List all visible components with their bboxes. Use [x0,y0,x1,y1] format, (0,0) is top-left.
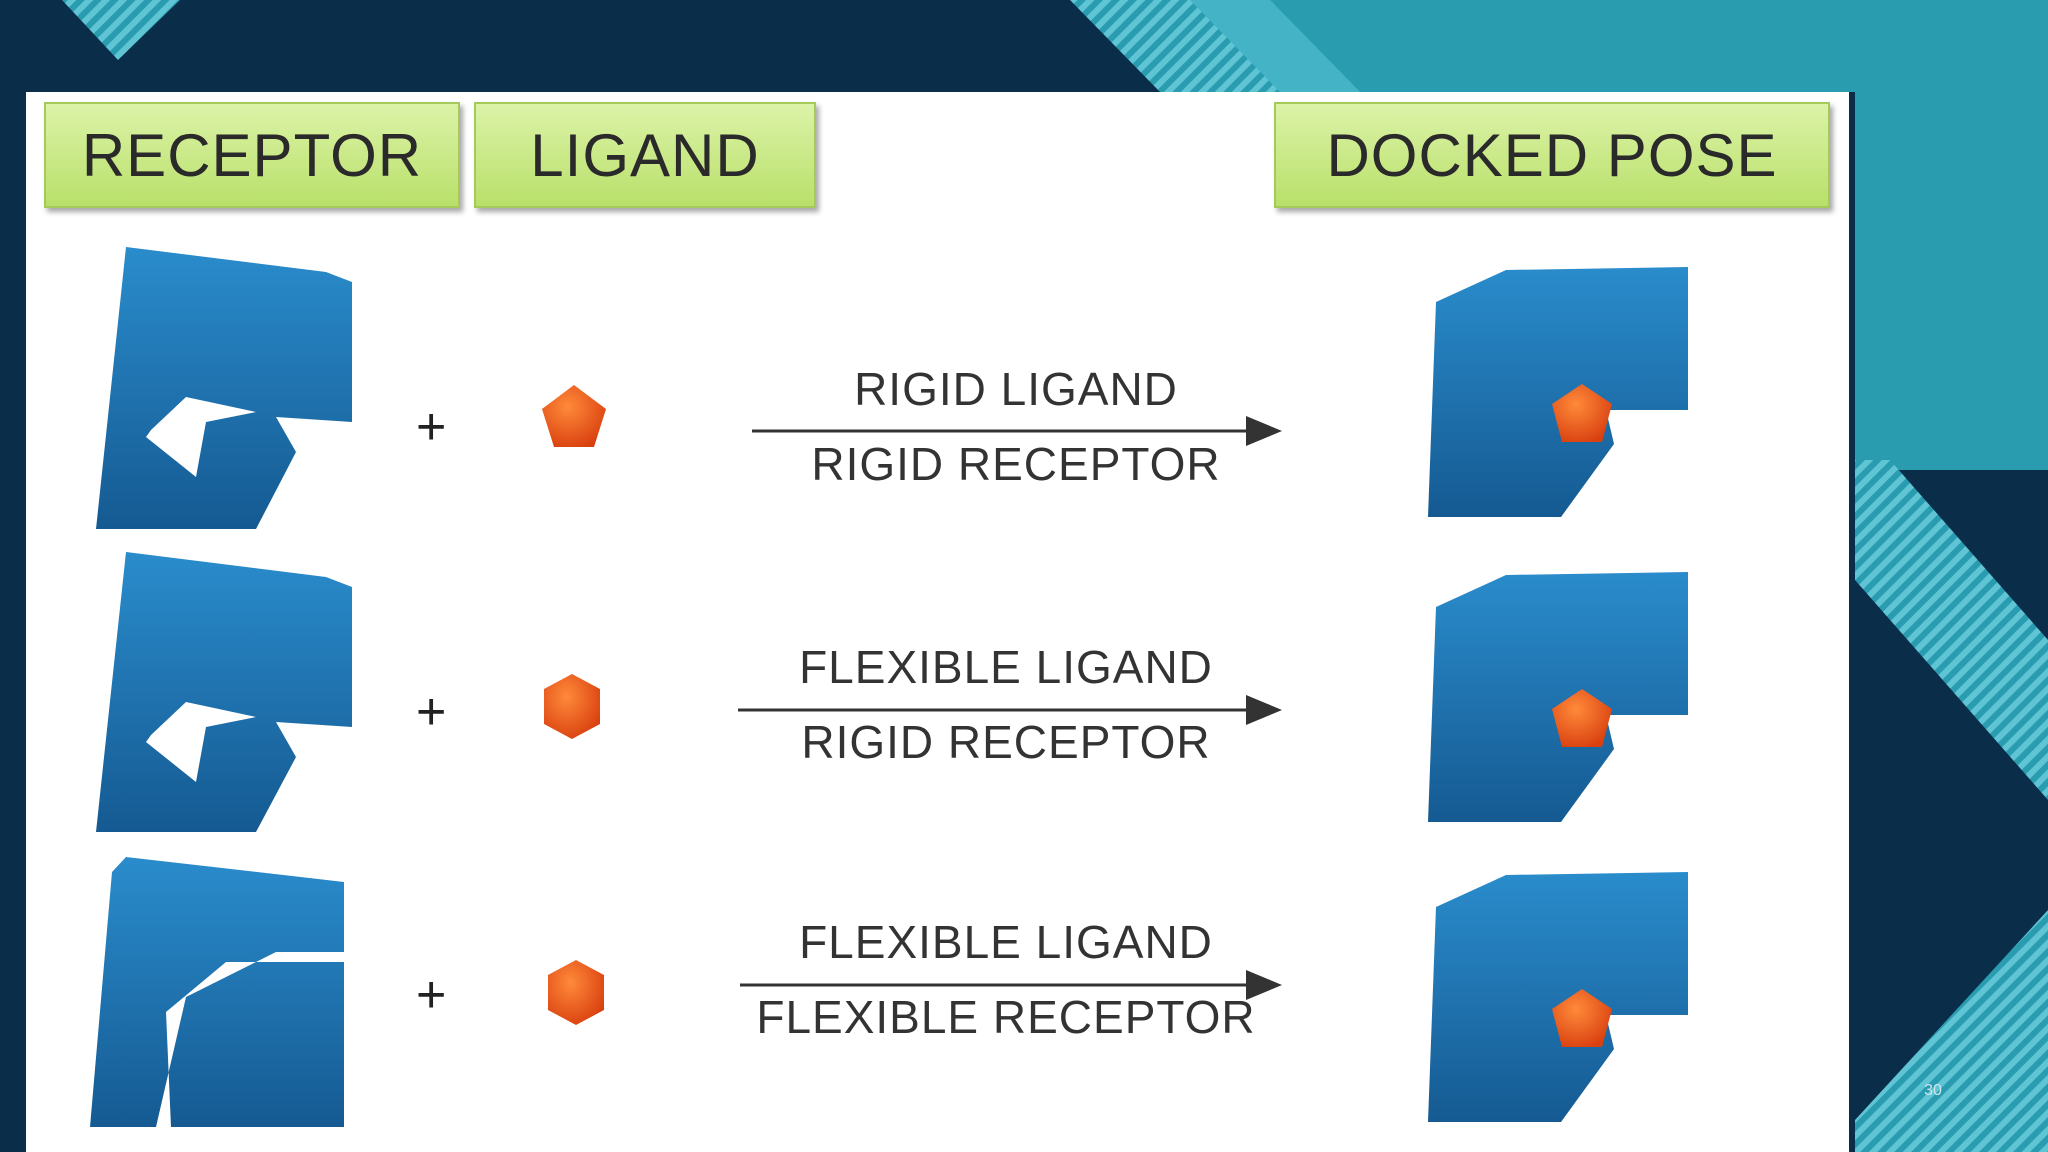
docked-ligand-row2 [1552,689,1612,747]
slide-number: 30 [1924,1082,1942,1099]
header-docked-pose: DOCKED POSE [1274,102,1830,208]
top-right-light-band [1190,0,1360,92]
plus-sign-row3: + [416,966,447,1024]
diagram-panel: RECEPTOR LIGAND DOCKED POSE [26,92,1849,1152]
ligand-pentagon-row1 [542,385,606,447]
bottom-right-stripes [1855,910,2048,1152]
label-bottom-row1: RIGID RECEPTOR [811,438,1221,490]
plus-sign-row2: + [416,683,447,741]
docked-receptor-shape-row1 [1428,267,1688,517]
label-top-row2: FLEXIBLE LIGAND [799,641,1213,693]
receptor-shape-row1 [96,247,352,529]
receptor-shape-row3 [90,857,344,1127]
top-right-teal-shape [1260,0,2048,470]
docked-receptor-shape-row2 [1428,572,1688,822]
docked-ligand-row3 [1552,989,1612,1047]
top-left-triangle [62,0,180,60]
header-ligand: LIGAND [474,102,816,208]
label-top-row3: FLEXIBLE LIGAND [799,916,1213,968]
right-stripes [1855,460,2048,800]
header-receptor: RECEPTOR [44,102,460,208]
receptor-shape-row2 [96,552,352,832]
docking-diagram [90,247,1688,1127]
plus-sign-row1: + [416,398,447,456]
label-bottom-row2: RIGID RECEPTOR [801,716,1211,768]
label-bottom-row3: FLEXIBLE RECEPTOR [756,991,1256,1043]
label-top-row1: RIGID LIGAND [854,363,1178,415]
docked-ligand-row1 [1552,384,1612,442]
ligand-hexagon-row3 [548,960,604,1025]
ligand-hexagon-row2 [544,674,600,739]
docked-receptor-shape-row3 [1428,872,1688,1122]
